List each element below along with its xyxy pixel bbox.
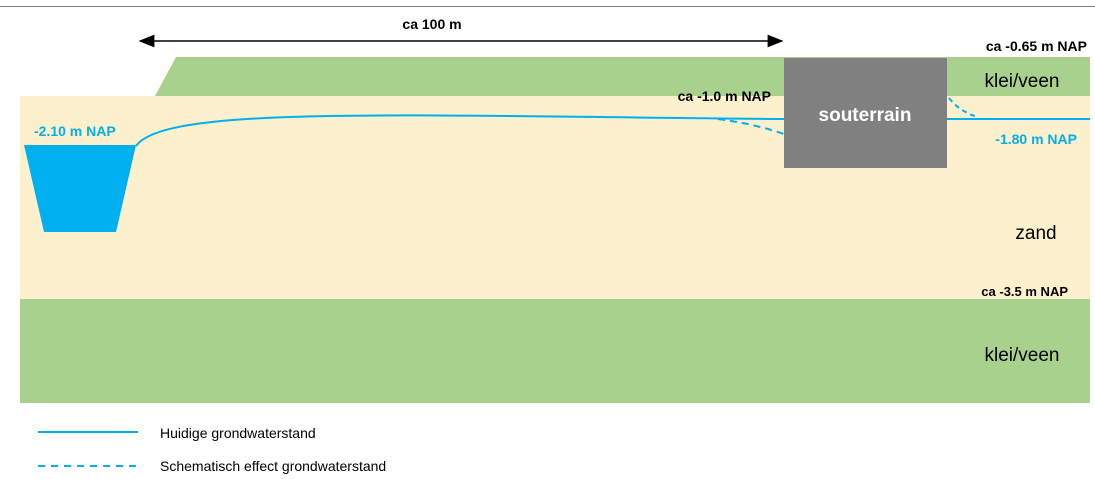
souterrain-label: souterrain [819,105,912,126]
level-right-water-label: -1.80 m NAP [995,131,1077,147]
ditch-water [24,145,136,232]
layer-sand-label: zand [1015,223,1056,244]
level-mid-water-label: ca -1.0 m NAP [678,88,771,104]
top-clay-layer [155,57,1090,96]
distance-label: ca 100 m [402,16,461,32]
groundwater-effect-line-left [717,118,785,135]
level-left-water-label: -2.10 m NAP [34,123,116,139]
layer-top-label: klei/veen [985,71,1060,92]
level-top-label: ca -0.65 m NAP [986,38,1087,54]
level-sand-bottom-label: ca -3.5 m NAP [981,284,1068,299]
souterrain-block [784,58,947,168]
layer-bottom-label: klei/veen [985,345,1060,366]
bottom-clay-layer [20,299,1090,403]
legend-dashed-label: Schematisch effect grondwaterstand [160,458,386,474]
groundwater-current-line [135,114,785,147]
legend-solid-label: Huidige grondwaterstand [160,425,316,441]
groundwater-effect-line-right [948,97,979,118]
